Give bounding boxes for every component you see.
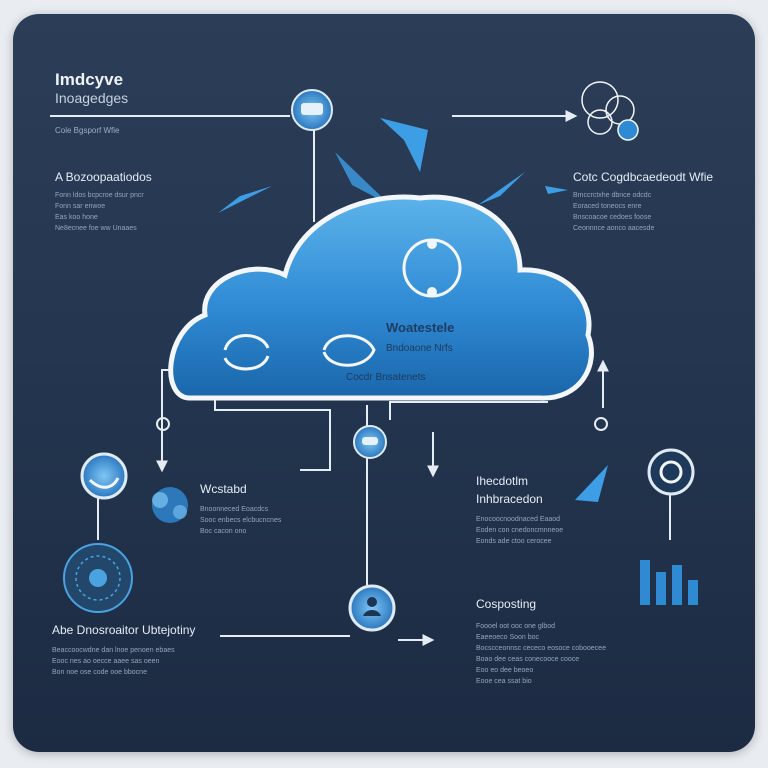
cloud-title: Woatestele [386,320,455,335]
sync-icon [223,334,376,371]
paper-plane-icon [335,152,390,205]
paper-plane-icon [478,172,525,205]
brain-icon [152,487,188,523]
right-top-line: Ceonnnce aonco aacesde [573,225,655,232]
left-block-1-line: Fonn ldos bcpcroe dsur pncr [55,192,144,199]
mid-left-line: Bnoonneced Eoacdcs [200,506,269,513]
small-node-right [594,417,608,431]
mid-right-heading-2: Inhbracedon [476,492,543,506]
mid-left-block: Wcstabd Bnoonneced Eoacdcs Sooc enbecs e… [200,482,281,537]
bottom-left-block: Abe Dnosroaitor Ubtejotiny Beaccoocwdne … [52,623,195,678]
tagline: Cole Bgsporf Wfie [55,126,120,135]
bar-chart-icon [640,560,698,605]
gear-network-icon [63,543,133,613]
paper-plane-icon [380,118,428,172]
paper-plane-icons [218,118,608,502]
bottom-right-line: Eoo eo dee beoeo [476,667,534,674]
bottom-right-line: Boao dee ceas conecooce cooce [476,656,580,663]
small-node-left [156,417,170,431]
cloud-icon [168,194,594,401]
bottom-right-line: Eooe cea ssat bio [476,678,532,685]
left-block-1-line: Ne8ecnee foe ww Unaaes [55,225,137,232]
bottom-right-line: Foooel oot ooc one glbod [476,623,556,630]
refresh-icon [402,238,462,298]
bottom-left-line: Eooc nes ao oecce aaee sas oeen [52,658,160,665]
main-subtitle: Inoagedges [55,90,129,106]
left-block-1-line: Eas koo hone [55,214,98,221]
globe-icon [80,452,128,500]
bottom-left-line: Bon noe ose code ooe bbocne [52,669,147,676]
brain-sketch-icon [581,81,639,141]
bottom-left-heading: Abe Dnosroaitor Ubtejotiny [52,623,196,637]
bottom-right-block: Cosposting Foooel oot ooc one glbod Eaee… [476,597,606,687]
left-block-1: A Bozoopaatiodos Fonn ldos bcpcroe dsur … [55,170,152,234]
node-top [291,89,333,131]
paper-plane-icon [545,186,568,194]
node-center-bottom [353,425,387,459]
mid-left-line: Boc cacon ono [200,528,247,535]
target-icon [647,448,695,496]
mid-right-block: Ihecdotlm Inhbracedon Enocoocnoodnaced E… [476,474,563,547]
bottom-right-line: Eaeeoeco Soon boc [476,634,540,641]
right-top-line: Eoraced toneocs enre [573,203,642,210]
left-block-1-line: Fonn sar enwoe [55,203,106,210]
left-block-1-heading: A Bozoopaatiodos [55,170,152,184]
mid-right-heading-1: Ihecdotlm [476,474,529,488]
right-top-line: Bnscoacoe cedoes foose [573,214,652,221]
paper-plane-icon [575,465,608,502]
mid-left-heading: Wcstabd [200,482,247,496]
mid-right-line: Eoden con cnedoncmnneoe [476,527,564,534]
bottom-left-line: Beaccoocwdne dan lnoe penoen ebaes [52,647,175,654]
bottom-right-line: Bocscceonnsc cececo eosoce cobooecee [476,645,606,652]
bottom-right-heading: Cosposting [476,597,537,611]
paper-plane-icon [218,186,272,213]
right-top-heading: Cotc Cogdbcaedeodt Wfie [573,170,714,184]
main-title: Imdcyve [55,70,124,89]
mid-right-line: Eonds ade ctoo cerocee [476,538,552,545]
user-icon [348,584,396,632]
mid-left-line: Sooc enbecs elcbucncnes [200,517,282,524]
cloud-line-1: Bndoaone Nrfs [386,343,453,354]
right-top-line: Bmccrctxhe dbnce odcdc [573,192,652,199]
right-top-block: Cotc Cogdbcaedeodt Wfie Bmccrctxhe dbnce… [573,170,713,234]
connector-cloud-left-down [214,395,331,471]
mid-right-line: Enocoocnoodnaced Eaaod [476,516,561,523]
connector-right-bracket [389,401,548,420]
cloud-line-2: Cocdr Bnsatenets [346,372,426,383]
